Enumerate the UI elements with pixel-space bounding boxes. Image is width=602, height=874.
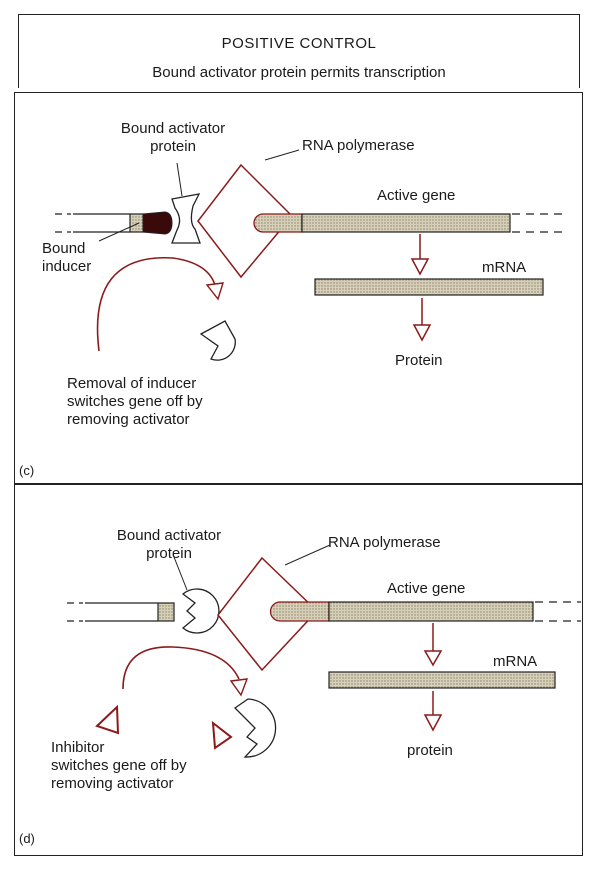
inducer-leader	[98, 222, 140, 242]
dna-right-strand	[535, 601, 581, 622]
active-gene-label: Active gene	[387, 580, 466, 597]
protein-label: protein	[407, 742, 453, 759]
active-gene-bar	[301, 213, 511, 233]
panel-c: Bound activator protein RNA polymerase A…	[14, 92, 583, 484]
rna-polymerase-leader	[264, 149, 300, 161]
panel-d-graphic	[67, 544, 581, 758]
removal-note: Removal of inducer switches gene off by …	[67, 375, 203, 428]
active-gene-bar	[328, 601, 534, 622]
gene-start-segment	[269, 601, 330, 622]
transcription-arrow	[410, 234, 430, 276]
mrna-label: mRNA	[493, 653, 538, 670]
protein-label: Protein	[395, 352, 443, 369]
bound-inducer-label: Bound inducer	[42, 240, 92, 275]
transcription-arrow	[423, 623, 443, 667]
panel-d: Bound activator protein RNA polymerase A…	[14, 484, 583, 856]
mrna-label: mRNA	[482, 259, 527, 276]
bound-inducer-shape	[142, 211, 173, 235]
inhibitor-arrow	[122, 646, 249, 697]
rna-polymerase-label: RNA polymerase	[302, 137, 415, 154]
bound-activator-label: Bound activator protein	[120, 120, 226, 155]
translation-arrow	[423, 691, 443, 732]
operator-segment	[129, 213, 145, 233]
inhibitor-shape	[95, 704, 120, 735]
operator-segment	[157, 602, 175, 622]
bound-activator-protein-shape	[181, 588, 220, 634]
dna-left-strand	[67, 602, 158, 622]
activator-leader	[176, 162, 183, 197]
rna-polymerase-shape	[197, 163, 294, 279]
diagram-subtitle: Bound activator protein permits transcri…	[152, 64, 446, 81]
inhibitor-note: Inhibitor switches gene off by removing …	[51, 739, 187, 792]
rna-polymerase-label: RNA polymerase	[328, 534, 441, 551]
bound-activator-label: Bound activator protein	[116, 527, 222, 562]
activator-leader	[173, 556, 188, 591]
panel-label-d: (d)	[19, 831, 35, 846]
active-gene-label: Active gene	[377, 187, 456, 204]
mrna-bar	[314, 278, 544, 296]
dna-left-strand	[55, 213, 130, 233]
gene-start-segment	[253, 213, 303, 233]
removal-arrow	[96, 257, 224, 352]
mrna-bar	[328, 671, 556, 689]
released-activator-shape	[233, 698, 277, 758]
translation-arrow	[412, 298, 432, 342]
bound-activator-protein-shape	[171, 193, 201, 244]
panel-label-c: (c)	[19, 463, 35, 478]
panel-c-graphic	[55, 149, 565, 361]
diagram-title: POSITIVE CONTROL	[221, 35, 377, 52]
bound-inhibitor-shape	[211, 720, 233, 750]
rna-polymerase-shape	[217, 556, 319, 672]
rna-polymerase-leader	[284, 544, 331, 566]
dna-right-strand	[512, 213, 565, 233]
header-box: POSITIVE CONTROL Bound activator protein…	[18, 14, 580, 88]
released-activator-shape	[199, 320, 236, 361]
